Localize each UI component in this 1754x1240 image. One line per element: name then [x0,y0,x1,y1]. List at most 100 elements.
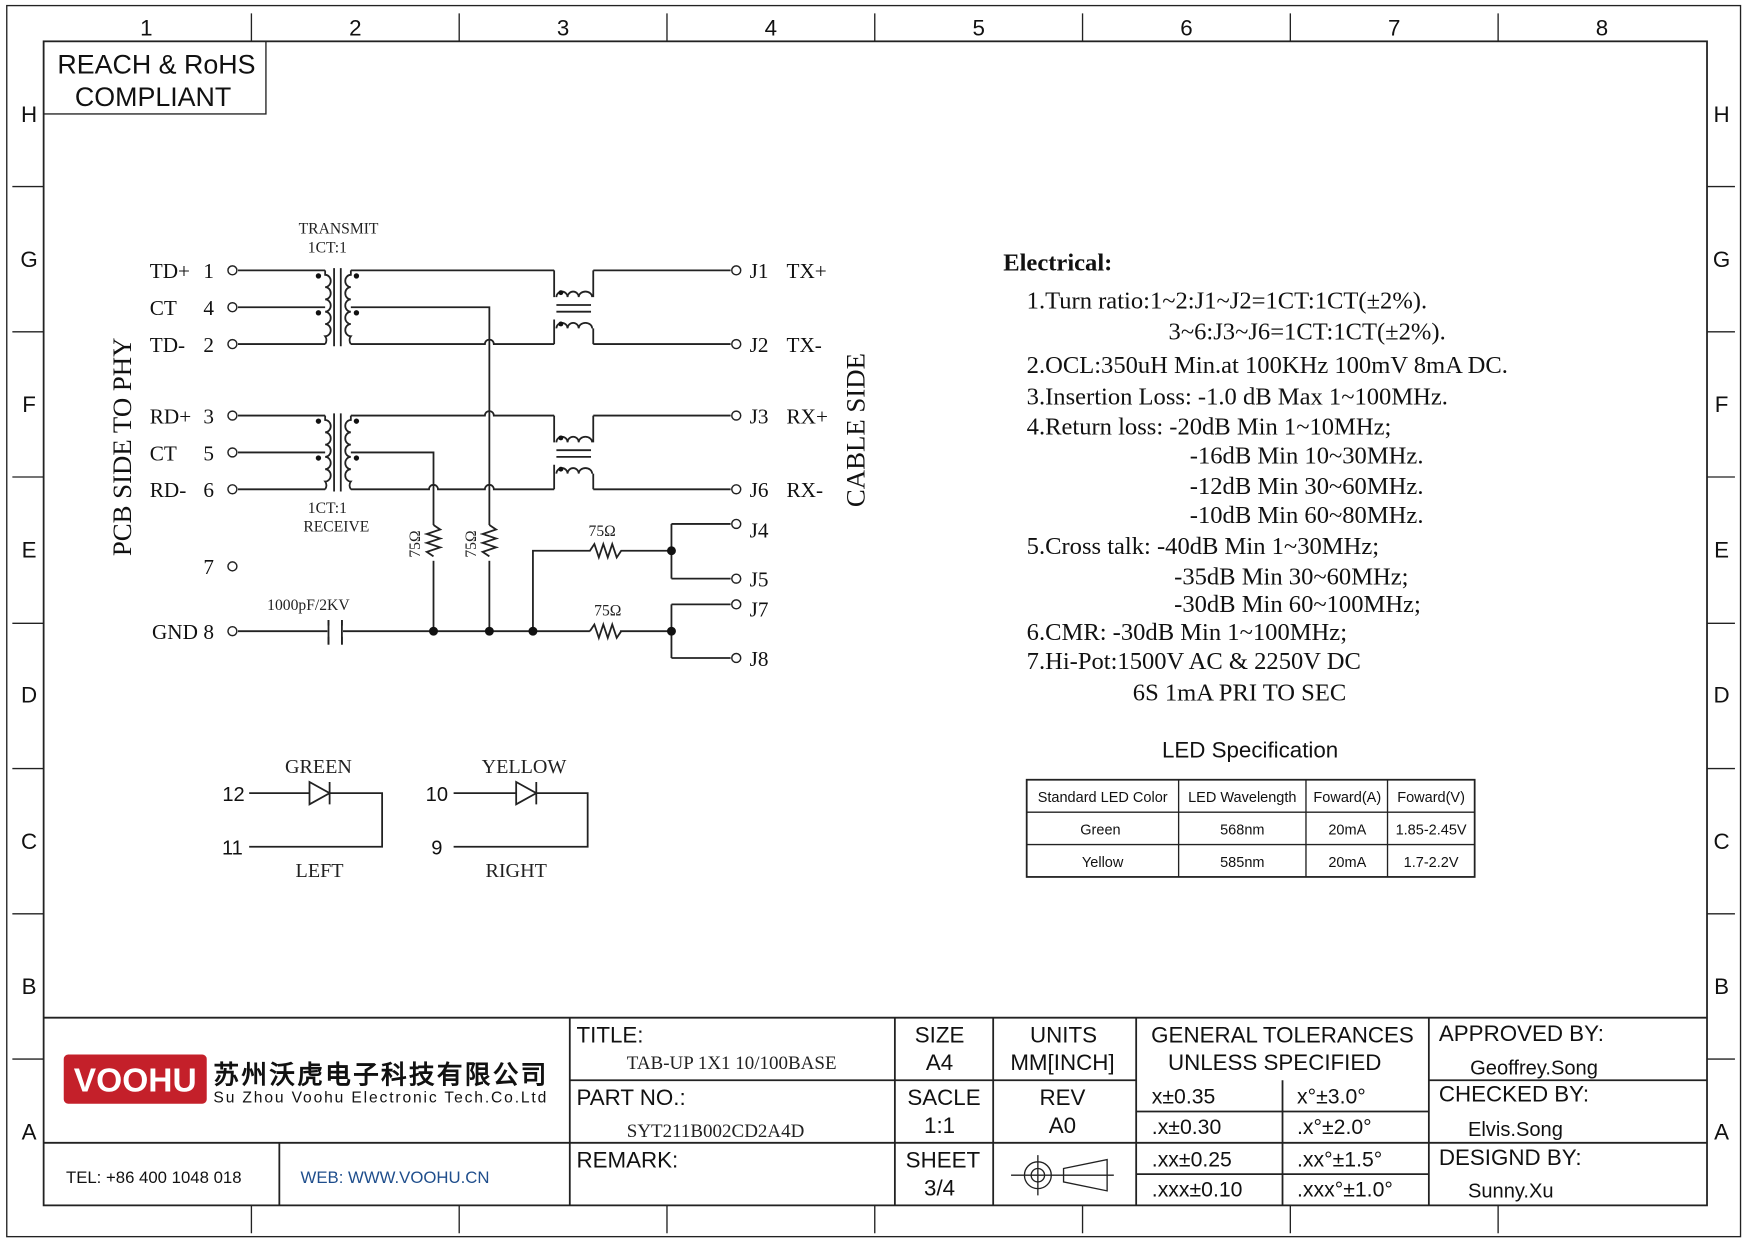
checked-value: Elvis.Song [1468,1119,1563,1141]
spec-line: -10dB Min 60~80MHz. [1190,502,1424,529]
part-no-value: SYT211B002CD2A4D [627,1121,805,1142]
approved-value: Geoffrey.Song [1470,1058,1598,1080]
spec-line: 1.Turn ratio:1~2:J1~J2=1CT:1CT(±2%). [1027,287,1427,314]
projection-symbol-icon [1011,1155,1114,1196]
row-label: D [21,683,37,708]
row-label: B [1714,974,1729,999]
pin-number: 4 [203,296,214,320]
resistor-label: 75Ω [594,603,621,620]
pin-name: TD+ [150,259,190,283]
receive-label: RECEIVE [303,519,369,536]
tolerance-subtitle: UNLESS SPECIFIED [1168,1050,1381,1075]
size-value: A4 [926,1050,953,1075]
compliance-line2: COMPLIANT [75,82,231,112]
sheet-label: SHEET [906,1147,981,1172]
approved-label: APPROVED BY: [1439,1021,1604,1046]
led-yellow-right: YELLOW 10 9 RIGHT [426,756,589,882]
tolerance-angular: .x°±2.0° [1297,1116,1372,1139]
led-pin: 12 [222,784,244,806]
checked-label: CHECKED BY: [1439,1081,1589,1106]
led-spec-table: LED Specification Standard LED Color LED… [1025,737,1476,878]
led-pin: 11 [222,838,243,860]
pin-name: CT [150,441,177,465]
pin-number: 8 [203,620,214,644]
table-cell: 1.7-2.2V [1404,855,1459,871]
sheet-frame: 1 2 3 4 5 6 7 8 H G F E D C B A H G F E … [6,4,1742,1238]
scale-value: 1:1 [924,1113,955,1138]
units-label: UNITS [1030,1022,1097,1047]
led-spec-title: LED Specification [1162,737,1338,762]
pin-name: CT [150,296,177,320]
tolerance-title: GENERAL TOLERANCES [1151,1022,1414,1047]
row-label: F [22,392,36,417]
tolerance-linear: x±0.35 [1152,1086,1216,1109]
jack-signal: TX- [787,333,822,357]
pin-number: 1 [203,259,214,283]
pin-name: RD+ [150,404,191,428]
rev-label: REV [1039,1085,1085,1110]
table-cell: 20mA [1328,822,1366,838]
spec-line: 6S 1mA PRI TO SEC [1133,679,1346,706]
pin-number: 3 [203,404,214,428]
jack-pin: J8 [750,647,769,671]
spec-line: 7.Hi-Pot:1500V AC & 2250V DC [1027,648,1361,675]
pin-name: RD- [150,478,187,502]
led-position: LEFT [296,860,344,882]
led-position: RIGHT [485,860,546,882]
column-label: 7 [1388,16,1400,41]
resistor-label: 75Ω [407,530,424,557]
column-label: 5 [972,16,984,41]
column-label: 8 [1596,16,1608,41]
company-name-en: Su Zhou Voohu Electronic Tech.Co.Ltd [213,1090,546,1107]
compliance-box: REACH & RoHS COMPLIANT [42,40,267,115]
led-pin: 10 [426,784,448,806]
spec-line: -16dB Min 10~30MHz. [1190,443,1424,470]
jack-signal: RX+ [787,404,828,428]
row-label: F [1715,392,1729,417]
jack-pin: J2 [750,333,769,357]
row-label: H [1713,102,1729,127]
logo-text: VOOHU [74,1062,197,1099]
designed-value: Sunny.Xu [1468,1181,1554,1203]
table-cell: 568nm [1220,822,1264,838]
pin-number: 7 [203,555,214,579]
spec-line: 3~6:J3~J6=1CT:1CT(±2%). [1169,319,1446,346]
pin-number: 5 [203,441,214,465]
receive-ratio: 1CT:1 [308,500,347,517]
transmit-label: TRANSMIT [299,220,379,237]
table-header: LED Wavelength [1188,790,1296,806]
company-tel: TEL: +86 400 1048 018 [66,1168,242,1187]
wires [238,268,731,659]
row-label: D [1713,683,1729,708]
led-green-left: GREEN 12 11 LEFT [222,756,384,882]
column-label: 6 [1180,16,1192,41]
row-label: G [1713,247,1730,272]
compliance-line1: REACH & RoHS [57,50,255,80]
title-block: VOOHU 苏州沃虎电子科技有限公司 Su Zhou Voohu Electro… [43,1016,1708,1206]
row-label: A [1714,1119,1729,1144]
led-color: GREEN [285,756,352,778]
row-label: C [1713,829,1729,854]
sheet-value: 3/4 [924,1175,955,1200]
column-label: 2 [349,16,361,41]
cable-side-label: CABLE SIDE [841,353,871,507]
column-label: 4 [765,16,777,41]
tolerance-linear: .xx±0.25 [1152,1148,1232,1171]
electrical-heading: Electrical: [1003,249,1112,276]
electrical-spec: Electrical: 1.Turn ratio:1~2:J1~J2=1CT:1… [1003,249,1508,706]
row-label: H [21,102,37,127]
jack-pin: J1 [750,259,769,283]
jack-signal: RX- [787,478,824,502]
column-label: 1 [140,16,152,41]
terminals [227,265,742,664]
schematic: PCB SIDE TO PHY CABLE SIDE TRANSMIT 1CT:… [107,220,871,670]
tolerance-linear: .x±0.30 [1152,1116,1221,1139]
spec-line: 3.Insertion Loss: -1.0 dB Max 1~100MHz. [1027,383,1448,410]
table-cell: 585nm [1220,855,1264,871]
row-label: A [22,1119,37,1144]
row-label: E [1714,537,1729,562]
pin-name: TD- [150,333,185,357]
tolerance-linear: .xxx±0.10 [1152,1178,1243,1201]
designed-label: DESIGND BY: [1439,1145,1582,1170]
